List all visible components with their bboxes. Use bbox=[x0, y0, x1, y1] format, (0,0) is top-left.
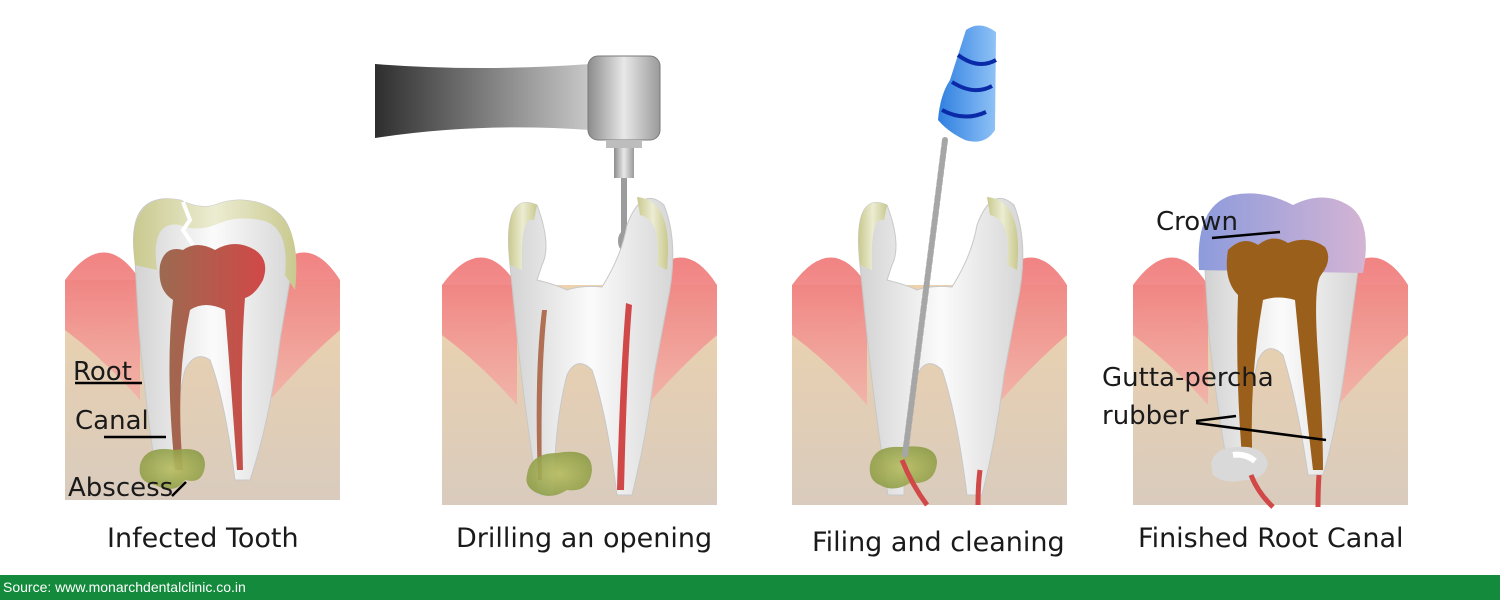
panel-infected-tooth bbox=[65, 198, 340, 500]
abscess-blob bbox=[139, 449, 205, 489]
gutta-pointer-line-a bbox=[1195, 414, 1237, 423]
caption-drilling: Drilling an opening bbox=[456, 523, 712, 554]
gutta-pointer-line-b bbox=[1195, 421, 1327, 442]
label-crown: Crown bbox=[1156, 207, 1238, 237]
gutta-percha-fill bbox=[1226, 238, 1329, 470]
abscess-blob bbox=[526, 451, 592, 496]
caption-finished: Finished Root Canal bbox=[1138, 523, 1404, 554]
infected-pulp bbox=[159, 244, 266, 470]
source-bar: Source: www.monarchdentalclinic.co.in bbox=[0, 575, 1500, 600]
dental-drill bbox=[375, 55, 661, 251]
label-gutta-percha-line1: Gutta-percha bbox=[1102, 363, 1274, 393]
panel-drilling bbox=[442, 197, 717, 505]
endodontic-file bbox=[902, 25, 997, 458]
label-abscess: Abscess bbox=[68, 473, 173, 503]
crown-pointer-line bbox=[1211, 230, 1281, 240]
source-link-text: Source: www.monarchdentalclinic.co.in bbox=[3, 579, 246, 595]
tooth-drilled bbox=[508, 197, 674, 496]
caption-filing: Filing and cleaning bbox=[812, 527, 1065, 558]
caption-infected-tooth: Infected Tooth bbox=[107, 523, 299, 554]
label-canal: Canal bbox=[75, 406, 149, 436]
label-gutta-percha-line2: rubber bbox=[1102, 401, 1189, 431]
abscess-pointer-line bbox=[171, 481, 187, 497]
panel-finished bbox=[1133, 193, 1408, 509]
